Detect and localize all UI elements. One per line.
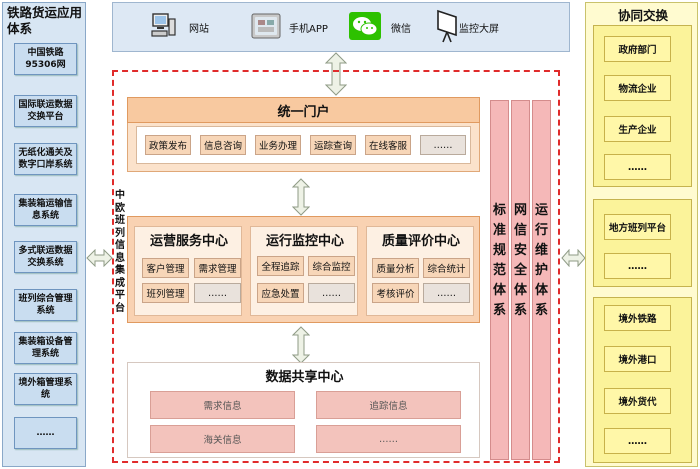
wechat-icon [349,12,381,40]
left-item[interactable]: 境外箱管理系统 [14,373,77,405]
data-item[interactable]: …… [316,425,461,453]
operation-service-center: 运营服务中心 客户管理 需求管理 班列管理 …… [134,226,242,316]
portal-item[interactable]: 运踪查询 [310,135,356,155]
unified-portal: 统一门户 政策发布 信息咨询 业务办理 运踪查询 在线客服 …… [127,97,480,172]
right-item[interactable]: …… [604,428,671,454]
centers-container: 运营服务中心 客户管理 需求管理 班列管理 …… 运行监控中心 全程追踪 综合监… [127,216,480,323]
center-title: 运行监控中心 [265,233,344,249]
double-arrow-horizontal [561,249,586,267]
center-item[interactable]: 综合统计 [423,258,470,278]
right-item[interactable]: …… [604,253,671,279]
center-item[interactable]: 质量分析 [372,258,419,278]
left-item[interactable]: 中国铁路95306网 [14,43,77,75]
center-item[interactable]: …… [308,283,355,303]
right-item[interactable]: 物流企业 [604,75,671,101]
double-arrow-horizontal [86,249,113,267]
channel-label[interactable]: 微信 [391,24,411,35]
portal-item[interactable]: 业务办理 [255,135,301,155]
left-item[interactable]: 无纸化通关及数字口岸系统 [14,143,77,175]
center-item[interactable]: 客户管理 [142,258,189,278]
center-item[interactable]: 全程追踪 [257,256,304,276]
portal-item[interactable]: 政策发布 [145,135,191,155]
portal-item[interactable]: 信息咨询 [200,135,246,155]
left-item[interactable]: 多式联运数据交换系统 [14,241,77,273]
center-item[interactable]: 需求管理 [194,258,241,278]
integration-platform-frame [112,70,560,463]
operation-maintenance-system[interactable]: 运行维护体系 [532,100,551,460]
right-item[interactable]: 境外货代 [604,388,671,414]
left-item[interactable]: 集装箱设备管理系统 [14,332,77,364]
data-center-title: 数据共享中心 [265,369,344,385]
right-item[interactable]: 境外港口 [604,346,671,372]
portal-title: 统一门户 [127,97,480,123]
channel-label[interactable]: 手机APP [289,24,328,35]
right-item[interactable]: 生产企业 [604,116,671,142]
railway-freight-system-panel: 铁路货运应用体系 中国铁路95306网 国际联运数据交换平台 无纸化通关及数字口… [2,2,86,467]
right-item[interactable]: 政府部门 [604,36,671,62]
data-item[interactable]: 追踪信息 [316,391,461,419]
double-arrow-vertical [325,52,347,96]
left-item[interactable]: 国际联运数据交换平台 [14,95,77,127]
portal-item[interactable]: 在线客服 [365,135,411,155]
data-item[interactable]: 海关信息 [150,425,295,453]
left-panel-title: 铁路货运应用体系 [7,5,83,36]
mobile-app-icon [251,13,281,39]
center-item[interactable]: 班列管理 [142,283,189,303]
center-title: 质量评价中心 [381,233,460,249]
right-panel-title: 协同交换 [618,8,669,23]
center-title: 运营服务中心 [149,233,228,249]
network-security-system[interactable]: 网信安全体系 [511,100,530,460]
double-arrow-vertical [292,326,310,364]
portal-item[interactable]: …… [420,135,466,155]
standard-spec-system[interactable]: 标准规范体系 [490,100,509,460]
left-item[interactable]: 班列综合管理系统 [14,289,77,321]
right-item[interactable]: …… [604,154,671,180]
channel-label[interactable]: 网站 [189,24,209,35]
access-channel-bar: 网站 手机APP 微信 监控大屏 [112,2,570,52]
center-item[interactable]: 应急处置 [257,283,304,303]
collaborative-exchange-panel: 协同交换 政府部门 物流企业 生产企业 …… 地方班列平台 …… 境外铁路 境外… [585,2,698,467]
portal-items-container: 政策发布 信息咨询 业务办理 运踪查询 在线客服 …… [136,126,471,164]
left-item[interactable]: 集装箱运输信息系统 [14,194,77,226]
data-sharing-center: 数据共享中心 需求信息 追踪信息 海关信息 …… [127,362,480,458]
right-item[interactable]: 境外铁路 [604,305,671,331]
center-item[interactable]: 综合监控 [308,256,355,276]
computer-icon [151,11,177,41]
center-item[interactable]: …… [423,283,470,303]
monitor-screen-icon [435,8,459,44]
center-item[interactable]: …… [194,283,241,303]
right-item[interactable]: 地方班列平台 [604,214,671,240]
left-item[interactable]: …… [14,417,77,449]
data-item[interactable]: 需求信息 [150,391,295,419]
quality-evaluation-center: 质量评价中心 质量分析 综合统计 考核评价 …… [366,226,474,316]
double-arrow-vertical [292,178,310,216]
platform-label: 中欧班列信息集成平台 [115,190,125,314]
operation-monitoring-center: 运行监控中心 全程追踪 综合监控 应急处置 …… [250,226,358,316]
center-item[interactable]: 考核评价 [372,283,419,303]
channel-label[interactable]: 监控大屏 [459,24,499,35]
